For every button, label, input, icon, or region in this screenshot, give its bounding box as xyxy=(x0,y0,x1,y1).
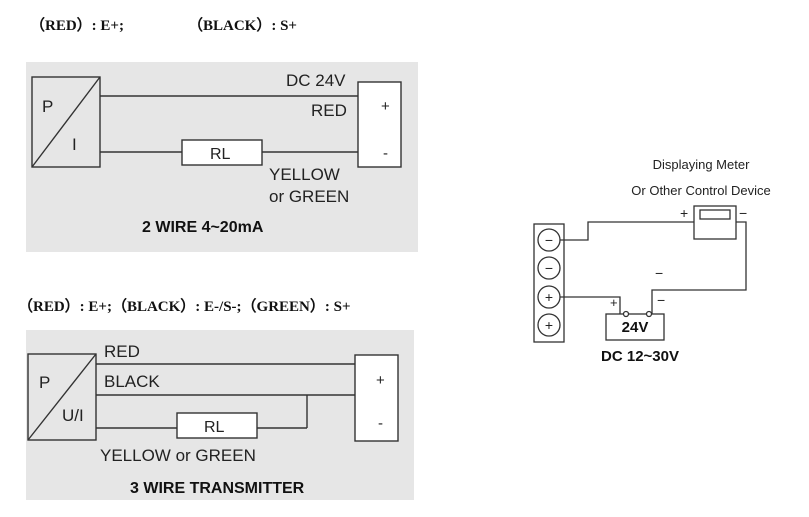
terminal-2-sign: − xyxy=(545,260,553,276)
three-wire-p-label: P xyxy=(39,373,50,392)
two-wire-i-label: I xyxy=(72,135,77,154)
three-wire-title: 3 WIRE TRANSMITTER xyxy=(130,480,305,497)
terminal-4 xyxy=(537,313,561,337)
terminal-1-sign: − xyxy=(545,232,553,248)
two-wire-plus-label: + xyxy=(381,98,390,115)
top-caption-left: （RED）: E+; xyxy=(30,18,124,34)
two-wire-yellow-label: YELLOW xyxy=(269,165,340,184)
battery-voltage-label: 24V xyxy=(622,319,649,336)
battery-minus-label: − xyxy=(657,292,665,308)
wire-minus-label: − xyxy=(655,265,663,281)
two-wire-supply-label: DC 24V xyxy=(286,71,346,90)
terminal-4-sign: + xyxy=(545,317,553,333)
three-wire-red-label: RED xyxy=(104,342,140,361)
battery-plus-label: + xyxy=(610,295,618,310)
meter-plus-wire xyxy=(560,221,694,241)
two-wire-red-label: RED xyxy=(311,101,347,120)
three-wire-rl-label: RL xyxy=(204,419,225,436)
three-wire-yellow-green-label: YELLOW or GREEN xyxy=(100,446,256,465)
meter-minus-wire xyxy=(651,221,747,314)
two-wire-p-label: P xyxy=(42,97,53,116)
battery-plus-post xyxy=(622,310,630,318)
three-wire-supply-terminal xyxy=(354,354,399,442)
two-wire-minus-label: - xyxy=(383,145,388,162)
three-wire-black-label: BLACK xyxy=(104,372,160,391)
meter-label-line2: Or Other Control Device xyxy=(631,183,770,198)
three-wire-ui-label: U/I xyxy=(62,406,84,425)
two-wire-supply-terminal xyxy=(357,81,402,168)
three-wire-block-diagonal xyxy=(27,353,97,441)
top-caption-right: （BLACK）: S+ xyxy=(188,18,297,34)
two-wire-rl-label: RL xyxy=(210,146,231,163)
battery-minus-post xyxy=(645,310,653,318)
meter-display-window xyxy=(699,209,731,220)
three-wire-plus-label: + xyxy=(376,372,385,389)
two-wire-title: 2 WIRE 4~20mA xyxy=(142,219,264,236)
meter-minus-label: − xyxy=(739,205,747,221)
three-wire-minus-label: - xyxy=(378,415,383,432)
two-wire-green-label: or GREEN xyxy=(269,187,349,206)
three-wire-resistor xyxy=(176,412,258,439)
two-wire-block-diagonal xyxy=(31,76,101,168)
middle-caption: （RED）: E+;（BLACK）: E-/S-;（GREEN）: S+ xyxy=(18,299,351,315)
meter-supply-label: DC 12~30V xyxy=(601,348,679,365)
battery-box xyxy=(605,313,665,341)
battery-plus-wire xyxy=(560,296,621,314)
terminal-2 xyxy=(537,256,561,280)
terminal-3-sign: + xyxy=(545,289,553,305)
meter-plus-label: + xyxy=(680,205,688,221)
meter-label-line1: Displaying Meter xyxy=(653,157,750,172)
